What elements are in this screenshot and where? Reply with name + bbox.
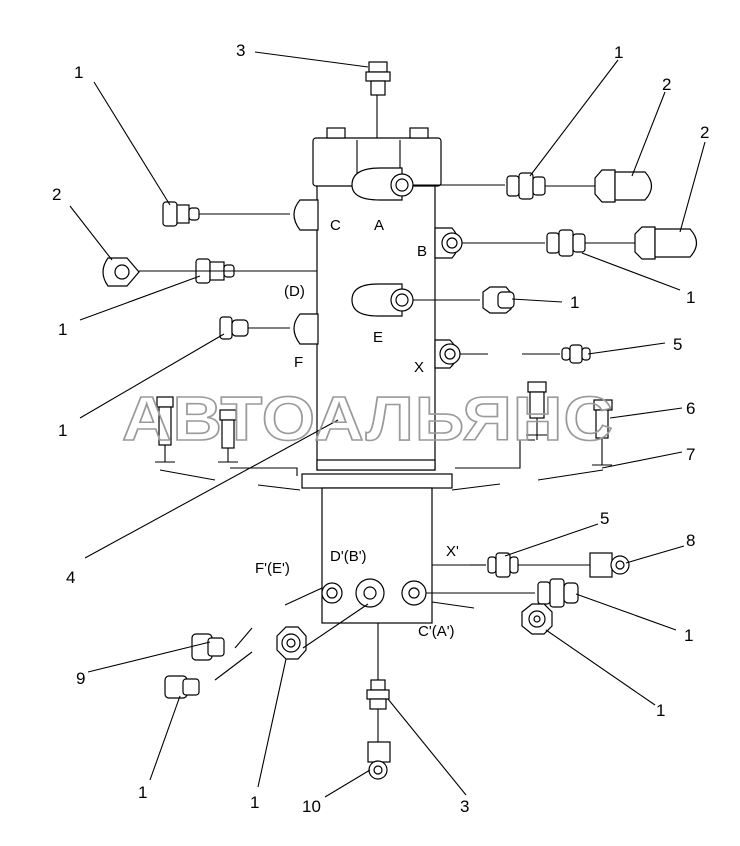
callout-2: 2 [700,123,709,142]
port-label-x-prime: X' [446,543,459,560]
callout-5: 5 [600,509,609,528]
callout-6: 6 [686,399,695,418]
callout-1: 1 [656,701,665,720]
callout-1: 1 [684,626,693,645]
port-label-c: C [330,217,341,234]
callout-1: 1 [58,421,67,440]
port-label-b: B [417,243,427,260]
callout-3: 3 [236,41,245,60]
callout-4: 4 [66,568,75,587]
port-label-e: E [373,329,383,346]
callout-2: 2 [662,75,671,94]
callout-5: 5 [673,335,682,354]
fittings [102,61,698,780]
callout-8: 8 [686,531,695,550]
callout-1: 1 [686,288,695,307]
callout-1: 1 [250,793,259,812]
callout-1: 1 [74,63,83,82]
port-label-d: (D) [284,283,305,300]
callout-10: 10 [302,797,321,816]
callout-1: 1 [58,320,67,339]
callout-2: 2 [52,185,61,204]
lower-valve-body [321,487,433,680]
callout-3: 3 [460,797,469,816]
callout-9: 9 [76,669,85,688]
port-label-c-a-prime: C'(A') [418,623,455,640]
callout-1: 1 [614,43,623,62]
port-label-a: A [374,217,384,234]
watermark: АВТОАЛЬЯНС [122,385,614,454]
port-label-x: X [414,359,424,376]
port-label-f: F [294,354,303,371]
leader-lines [69,51,706,798]
port-label-d-b-prime: D'(B') [330,548,367,565]
port-labels: A C B (D) E F X X' D'(B') F'(E') C'(A') [255,217,459,640]
port-label-f-e-prime: F'(E') [255,560,290,577]
callout-7: 7 [686,445,695,464]
callout-1: 1 [138,783,147,802]
upper-valve-body [293,95,463,471]
callout-numbers: 3 1 1 2 2 2 1 1 1 5 6 1 7 5 8 4 1 9 1 1 … [52,41,709,816]
callout-1: 1 [570,293,579,312]
